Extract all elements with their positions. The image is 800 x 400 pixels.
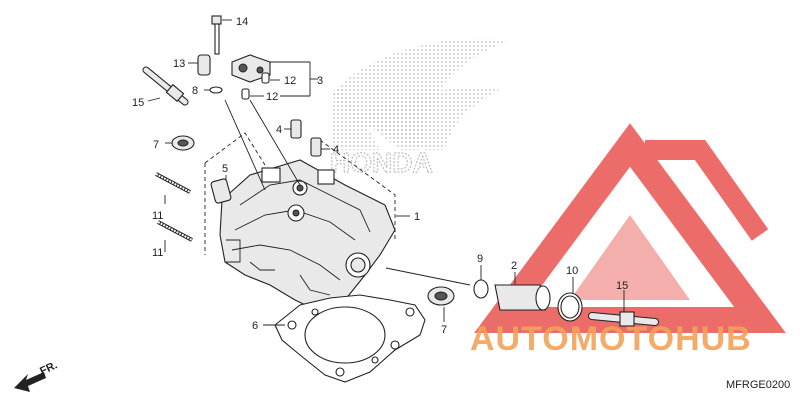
callout-7-b: 7 <box>441 324 447 336</box>
dowel-pin-12[interactable] <box>241 72 270 100</box>
o-ring-9[interactable] <box>473 279 489 299</box>
valve-guide-4-b[interactable] <box>310 137 322 157</box>
honda-brand-text: HONDA <box>330 147 433 178</box>
o-ring-10[interactable] <box>557 292 583 322</box>
head-gasket[interactable] <box>274 294 426 383</box>
honda-wing-logo: HONDA <box>329 38 510 179</box>
grommet-7-top[interactable] <box>171 135 195 151</box>
callout-11-a: 11 <box>152 210 163 222</box>
tube-2[interactable] <box>494 284 551 311</box>
pin-13[interactable] <box>197 54 211 76</box>
callout-15-a: 15 <box>132 97 144 109</box>
valve-holder-assembly[interactable] <box>231 54 271 83</box>
callout-9: 9 <box>477 253 483 265</box>
callout-1: 1 <box>414 211 420 223</box>
spark-plug-15-right[interactable] <box>588 311 659 327</box>
stud-bolt-11-lower[interactable] <box>157 220 193 242</box>
callout-8: 8 <box>192 85 198 97</box>
plug-7-lower[interactable] <box>427 286 455 306</box>
callout-14: 14 <box>236 16 248 28</box>
callout-7-a: 7 <box>153 139 159 151</box>
callout-12-b: 12 <box>266 91 278 103</box>
callout-10: 10 <box>566 265 578 277</box>
leader-lines <box>147 19 625 326</box>
callout-13: 13 <box>173 58 185 70</box>
callout-12-a: 12 <box>284 75 296 87</box>
direction-label: FR. <box>38 359 59 377</box>
sleeve-5[interactable] <box>210 178 232 204</box>
callout-6: 6 <box>252 320 258 332</box>
valve-guide-4-a[interactable] <box>290 119 302 139</box>
front-direction-arrow-icon: FR. <box>14 359 59 392</box>
callout-5: 5 <box>222 163 228 175</box>
callout-4-b: 4 <box>333 144 339 156</box>
diagram-code: MFRGE0200 <box>726 379 790 391</box>
callout-2: 2 <box>511 260 517 272</box>
callout-labels: 14 13 12 3 12 8 15 7 4 4 5 11 11 1 6 7 9… <box>132 16 628 336</box>
callout-3: 3 <box>317 75 323 87</box>
spark-plug-15-left[interactable] <box>142 66 189 106</box>
automotohub-watermark: AUTOMOTOHUB <box>470 320 752 358</box>
callout-15-b: 15 <box>616 280 628 292</box>
callout-11-b: 11 <box>152 247 163 259</box>
stud-bolt-11-upper[interactable] <box>155 172 191 194</box>
washer-8[interactable] <box>209 86 223 94</box>
bolt-14[interactable] <box>211 15 222 55</box>
cylinder-head[interactable] <box>219 159 396 313</box>
watermark-text: AUTOMOTOHUB <box>470 320 752 358</box>
callout-4-a: 4 <box>276 124 282 136</box>
